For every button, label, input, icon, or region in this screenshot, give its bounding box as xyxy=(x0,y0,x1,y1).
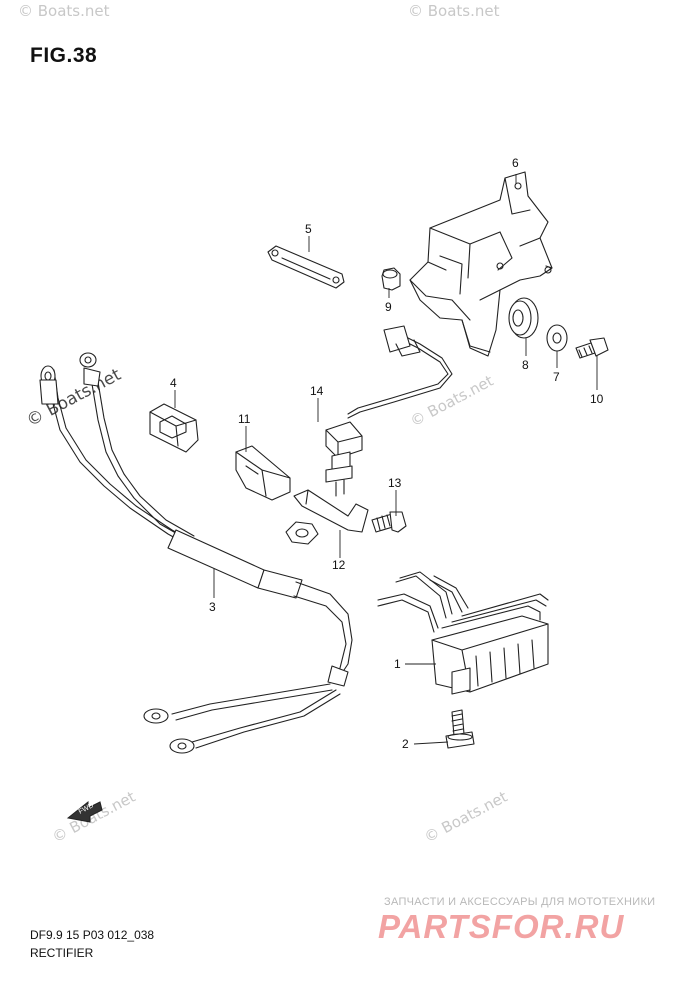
callout-7: 7 xyxy=(553,370,560,384)
callout-6: 6 xyxy=(512,156,519,170)
stay-part-12 xyxy=(293,489,369,533)
callout-13: 13 xyxy=(388,476,402,490)
callout-8: 8 xyxy=(522,358,529,372)
nut xyxy=(285,521,319,545)
cap-part-9 xyxy=(381,267,401,291)
callout-3: 3 xyxy=(209,600,216,614)
grommet-part-4 xyxy=(149,403,199,453)
callout-12: 12 xyxy=(332,558,346,572)
grommet-part-8 xyxy=(508,297,539,339)
bolt-part-13 xyxy=(371,511,407,533)
leader-lines xyxy=(174,174,598,745)
callout-10: 10 xyxy=(590,392,604,406)
rectifier-part-1 xyxy=(377,571,549,695)
plate-part-5 xyxy=(267,245,345,289)
fwd-arrow-icon: FWD xyxy=(66,800,103,823)
wire-harness-part-3 xyxy=(39,352,353,754)
bolt-part-2 xyxy=(445,709,475,749)
bracket-part-6 xyxy=(409,171,553,357)
cover-part-11 xyxy=(235,445,291,501)
bolt-part-10 xyxy=(575,337,609,359)
washer-part-7 xyxy=(546,324,568,352)
watermark: © Boats.net xyxy=(408,2,500,20)
figure-title: FIG.38 xyxy=(30,44,98,67)
callout-4: 4 xyxy=(170,376,177,390)
sensor-part-14 xyxy=(325,325,453,497)
watermark: © Boats.net xyxy=(18,2,110,20)
callout-11: 11 xyxy=(238,412,251,426)
callout-2: 2 xyxy=(402,737,409,751)
diagram-code: DF9.9 15 P03 012_038 xyxy=(30,928,155,942)
callout-14: 14 xyxy=(310,384,324,398)
shop-tagline: ЗАПЧАСТИ И АКСЕССУАРЫ ДЛЯ МОТОТЕХНИКИ xyxy=(384,896,656,908)
callout-9: 9 xyxy=(385,300,392,314)
shop-logo: PARTSFOR.RU xyxy=(378,908,625,945)
callout-5: 5 xyxy=(305,222,312,236)
callout-1: 1 xyxy=(394,657,401,671)
diagram-name: RECTIFIER xyxy=(30,946,94,960)
